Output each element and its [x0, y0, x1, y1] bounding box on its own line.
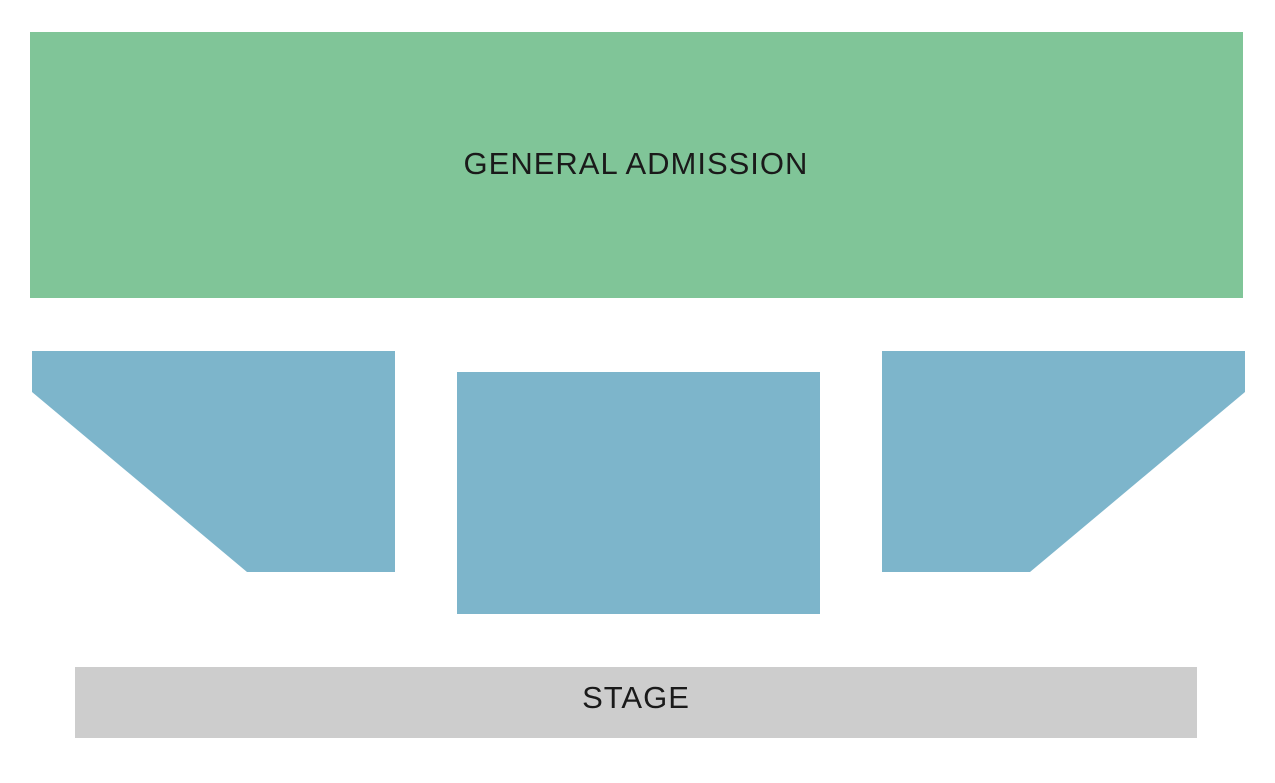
- stage-label: STAGE: [582, 680, 690, 715]
- stage: [75, 667, 1197, 738]
- general-admission-label: GENERAL ADMISSION: [464, 146, 809, 181]
- seated-section-left[interactable]: [32, 351, 395, 572]
- general-admission-area[interactable]: GENERAL ADMISSION: [30, 32, 1243, 298]
- stage-area: STAGE: [75, 667, 1197, 738]
- seated-section-center[interactable]: [457, 372, 820, 614]
- seated-sections: [32, 351, 1245, 614]
- general-admission-section[interactable]: [30, 32, 1243, 298]
- seated-section-right[interactable]: [882, 351, 1245, 572]
